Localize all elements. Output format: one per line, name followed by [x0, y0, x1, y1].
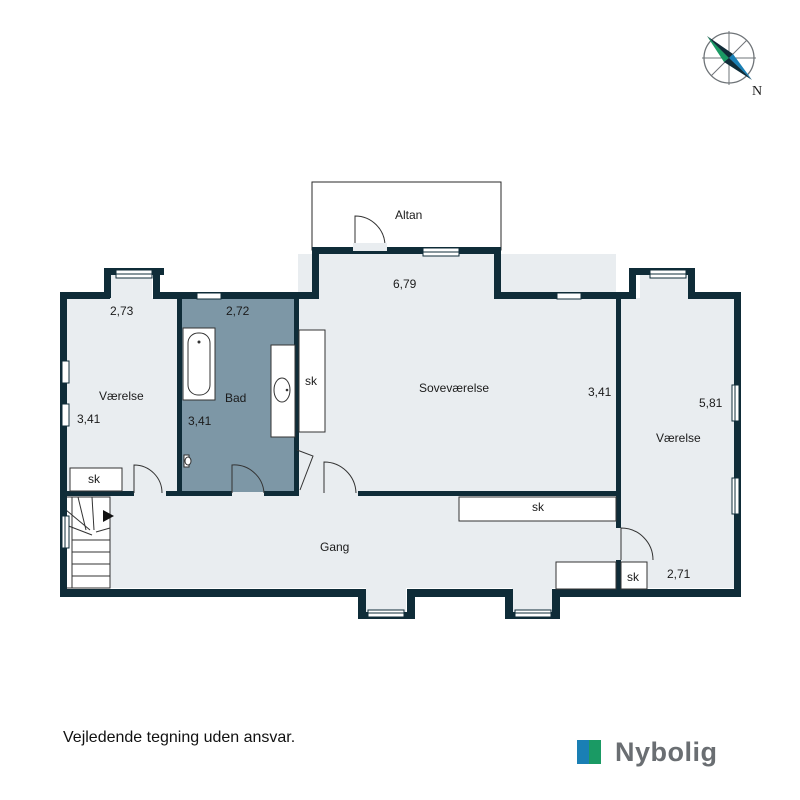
- altan-area: [311, 181, 502, 251]
- floor-area: [66, 254, 735, 617]
- storage-label-bath: sk: [305, 374, 318, 388]
- room-label-bad: Bad: [225, 391, 246, 405]
- north-arrow-icon: [702, 31, 756, 85]
- room-label-gang: Gang: [320, 540, 349, 554]
- stairs: [65, 496, 111, 589]
- window-panes: [64, 251, 736, 614]
- nybolig-logo-icon: [577, 740, 601, 764]
- storage-label-right: sk: [627, 570, 640, 584]
- room-label-vaerelse-left: Værelse: [99, 389, 144, 403]
- stair-direction-arrow: [103, 510, 114, 522]
- toilet: [183, 454, 192, 468]
- dimension-bad-side: 3,41: [188, 414, 212, 428]
- room-label-vaerelse-right: Værelse: [656, 431, 701, 445]
- room-label-sovevaerelse: Soveværelse: [419, 381, 489, 395]
- disclaimer-text: Vejledende tegning uden ansvar.: [63, 729, 296, 746]
- dimension-left-side: 3,41: [77, 412, 101, 426]
- door-swings: [133, 215, 654, 561]
- dimension-right-bottom: 2,71: [667, 567, 691, 581]
- room-label-altan: Altan: [395, 208, 422, 222]
- storage-label-left: sk: [88, 472, 101, 486]
- nybolig-logo: Nybolig: [577, 736, 718, 767]
- dimension-sove-top: 6,79: [393, 277, 417, 291]
- brand-name: Nybolig: [615, 736, 718, 767]
- north-label: N: [752, 84, 762, 99]
- door-opening-altan: [353, 243, 387, 251]
- dimension-bad-top: 2,72: [226, 304, 250, 318]
- storage-boxes: [69, 329, 648, 590]
- bathtub: [182, 327, 216, 401]
- dimension-sove-side: 3,41: [588, 385, 612, 399]
- dimension-right-side: 5,81: [699, 396, 723, 410]
- dimension-left-top: 2,73: [110, 304, 134, 318]
- storage-label-hall: sk: [532, 500, 545, 514]
- sink-counter: [270, 344, 296, 438]
